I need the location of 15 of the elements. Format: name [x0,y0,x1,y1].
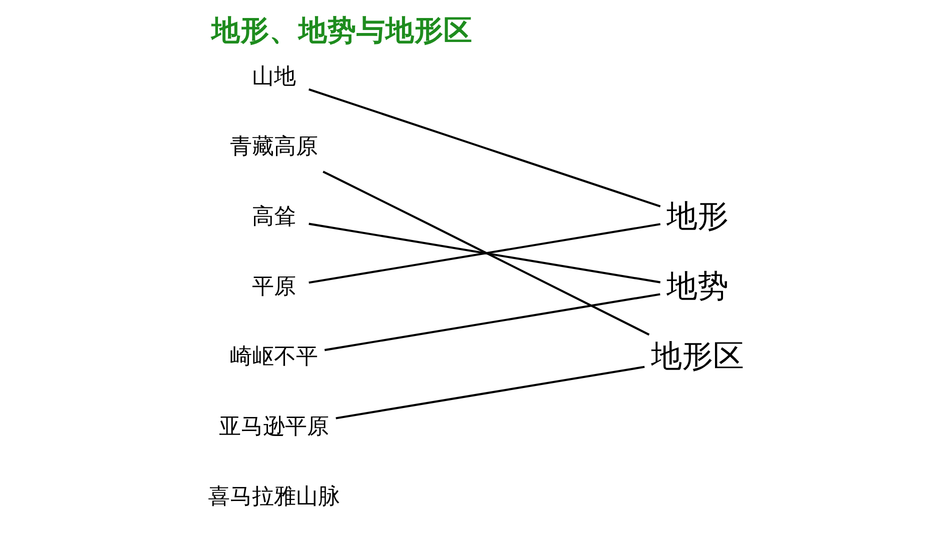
node-text: 青藏高原 [229,134,318,160]
connector [322,170,650,336]
diagram-title: 地形、地势与地形区 [211,14,472,48]
node-text: 地形 [666,198,728,234]
node-text: 平原 [251,274,296,300]
node-text: 地势 [666,268,728,304]
node-text: 亚马逊平原 [218,414,328,440]
node-text: 山地 [251,64,296,90]
connector [335,366,644,420]
connector [324,293,660,352]
connector [308,88,660,208]
node-text: 高耸 [251,204,296,230]
node-text: 地形区 [650,338,744,374]
node-text: 喜马拉雅山脉 [207,484,340,510]
node-text: 崎岖不平 [229,344,318,370]
